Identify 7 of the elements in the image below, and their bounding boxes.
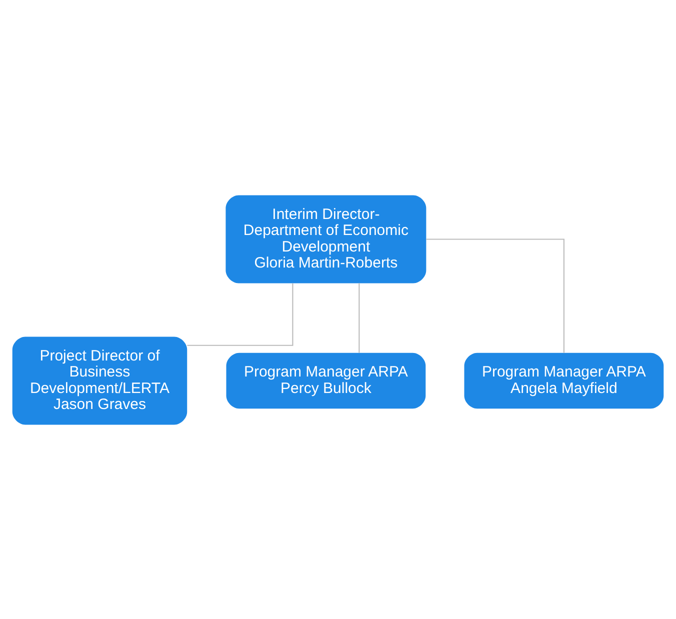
connector xyxy=(187,282,294,346)
connector xyxy=(426,238,564,352)
node-box: Program Manager ARPA Angela Mayfield xyxy=(464,352,664,408)
node-box: Interim Director-Department of Economic Development Gloria Martin-Roberts xyxy=(226,194,426,283)
connector xyxy=(358,282,360,352)
node-box: Project Director of Business Development/LERTA Jason Graves xyxy=(12,336,188,424)
node-box: Program Manager ARPA Percy Bullock xyxy=(226,352,426,408)
